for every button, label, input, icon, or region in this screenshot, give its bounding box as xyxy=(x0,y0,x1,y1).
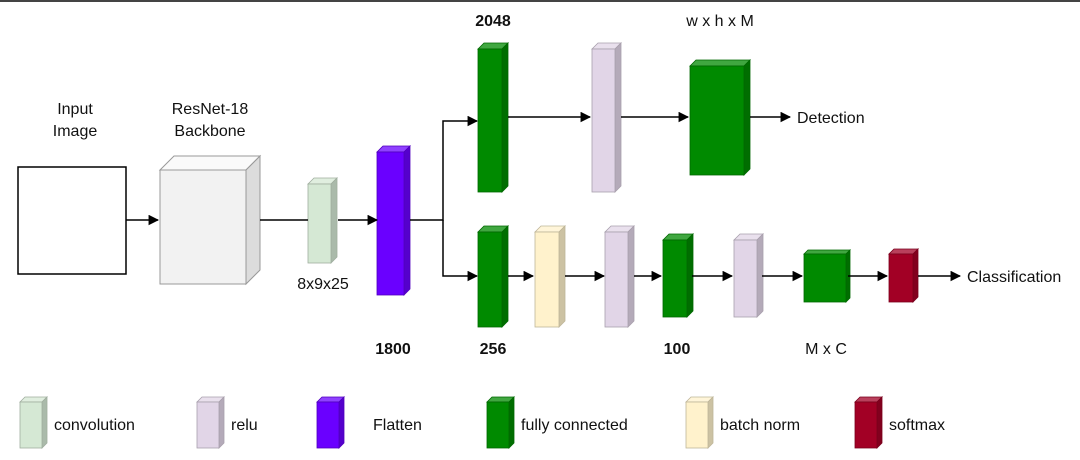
flatten-dims-label: 1800 xyxy=(375,341,411,358)
legend-label-batch-norm: batch norm xyxy=(720,417,800,434)
legend-label-fully-connected: fully connected xyxy=(521,417,628,434)
det-out-dims-label: w x h x M xyxy=(685,13,754,30)
input-label-line2: Image xyxy=(53,123,98,140)
conv-block xyxy=(307,177,338,264)
legend-swatch-convolution xyxy=(19,396,48,449)
legend-label-flatten: Flatten xyxy=(373,417,422,434)
input-image-box xyxy=(17,166,127,275)
legend-swatch-fully-connected xyxy=(486,396,515,449)
input-label-line1: Input xyxy=(57,101,93,118)
classification-output-label: Classification xyxy=(967,269,1061,286)
cls-out-dims-label: M x C xyxy=(805,341,847,358)
backbone-label-line2: Backbone xyxy=(174,123,245,140)
cls-relu1-block xyxy=(604,225,635,328)
conv-dims-label: 8x9x25 xyxy=(297,276,349,293)
legend-swatch-flatten xyxy=(316,396,345,449)
det-fc-block xyxy=(477,42,509,193)
connectors xyxy=(126,111,962,282)
cls-fc1-block xyxy=(477,225,509,328)
legend: convolution relu Flatten fully connected bat… xyxy=(19,396,945,449)
legend-label-convolution: convolution xyxy=(54,417,135,434)
flatten-block xyxy=(376,145,411,296)
det-relu-block xyxy=(591,42,622,193)
legend-label-softmax: softmax xyxy=(889,417,945,434)
cls-output-block xyxy=(803,249,851,303)
cls-fc1-dims-label: 256 xyxy=(480,341,507,358)
cls-relu2-block xyxy=(733,233,764,318)
cls-softmax-block xyxy=(888,248,919,303)
cls-fc2-dims-label: 100 xyxy=(664,341,691,358)
det-output-block xyxy=(689,59,751,176)
backbone-label-line1: ResNet-18 xyxy=(172,101,249,118)
det-fc-dims-label: 2048 xyxy=(475,13,511,30)
detection-output-label: Detection xyxy=(797,110,865,127)
legend-swatch-relu xyxy=(196,396,225,449)
legend-swatch-batch-norm xyxy=(685,396,714,449)
backbone-block xyxy=(158,154,262,286)
cls-fc2-block xyxy=(662,233,694,318)
legend-label-relu: relu xyxy=(231,417,258,434)
cls-batchnorm-block xyxy=(534,225,566,328)
legend-swatch-softmax xyxy=(854,396,883,449)
